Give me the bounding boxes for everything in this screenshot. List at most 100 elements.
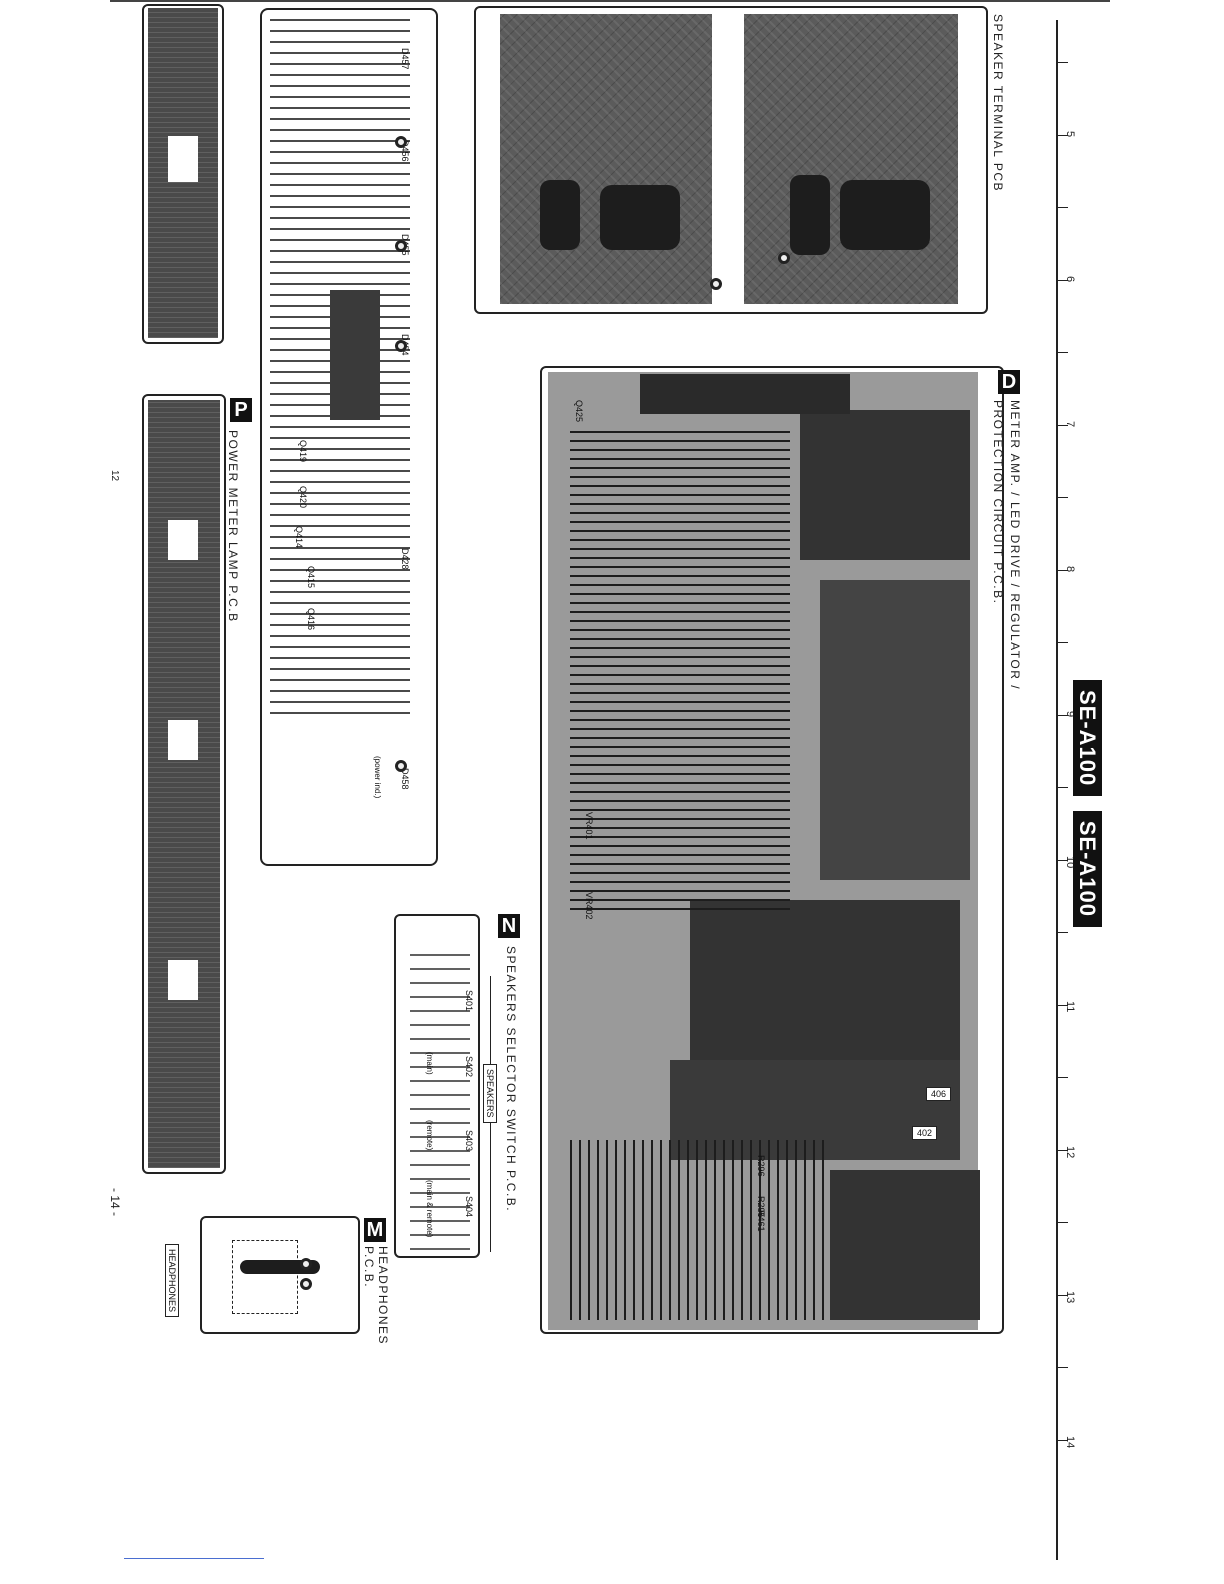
ruler-minor-tick <box>1058 1294 1068 1296</box>
led-pad <box>395 760 407 772</box>
speaker-terminal-pcb-right <box>744 14 958 304</box>
ruler-minor-tick <box>1058 134 1068 136</box>
trace <box>600 185 680 250</box>
meter-amp-title-2: PROTECTION CIRCUIT P.C.B. <box>991 400 1005 605</box>
speaker-terminal-title: SPEAKER TERMINAL PCB <box>991 14 1005 193</box>
ground-plane <box>690 900 960 1060</box>
ruler-tick-label: 8 <box>1064 565 1076 572</box>
terminal-pad <box>778 252 790 264</box>
model-name-2: SE-A100 <box>1073 810 1102 928</box>
ruler-tick-label: 6 <box>1064 275 1076 282</box>
led-pad <box>395 136 407 148</box>
top-lamp-frame <box>142 4 224 344</box>
component-label-406: 406 <box>926 1087 952 1101</box>
ruler-tick-label: 13 <box>1064 1290 1076 1303</box>
meter-amp-letter: D <box>998 370 1020 394</box>
headphones-jack-label-wrap: HEADPHONES <box>164 1244 182 1318</box>
ruler-minor-tick <box>1058 569 1068 571</box>
speaker-terminal-pcb-left <box>500 14 712 304</box>
fold-mark: 12 <box>109 470 120 482</box>
lamp-notch <box>168 960 198 1000</box>
switch-s403: S403 <box>464 1130 474 1152</box>
speakers-tag: SPEAKERS <box>483 1064 497 1123</box>
switch-main-label: (main) <box>425 1052 434 1075</box>
headphones-pad <box>300 1278 312 1290</box>
ruler-tick <box>1058 207 1068 208</box>
transistor-q416: Q416 <box>306 608 316 631</box>
ruler-tick <box>1058 352 1068 353</box>
ground-plane <box>820 580 970 880</box>
model-banner: SE-A100 SE-A100 <box>1073 680 1102 928</box>
ruler-tick-label: 12 <box>1064 1145 1076 1158</box>
ruler-minor-tick <box>1058 1439 1068 1441</box>
speakers-tag-wrap: SPEAKERS <box>482 1064 500 1123</box>
ruler-tick <box>1058 642 1068 643</box>
ruler-minor-tick <box>1058 1004 1068 1006</box>
speakers-selector-frame <box>394 914 480 1258</box>
ruler-minor-tick <box>1058 859 1068 861</box>
ruler-minor-tick <box>1058 1149 1068 1151</box>
led-d428: D428 <box>400 548 410 570</box>
ruler-tick <box>1058 1222 1068 1223</box>
power-meter-lamp-pcb <box>148 400 220 1168</box>
power-ind-label: (power ind.) <box>373 756 382 799</box>
speaker-terminal-frame <box>474 6 988 314</box>
trace <box>790 175 830 255</box>
trace <box>840 180 930 250</box>
component-label-r461: R461 <box>756 1210 766 1232</box>
led-board-bus <box>330 290 380 420</box>
trace <box>540 180 580 250</box>
switch-s402: S402 <box>464 1056 474 1078</box>
ground-plane <box>800 410 970 560</box>
component-label-vr402: VR402 <box>584 892 594 920</box>
ruler-tick-label: 5 <box>1064 130 1076 137</box>
led-board-frame <box>260 8 438 866</box>
led-d457: D457 <box>400 48 410 70</box>
headphones-letter: M <box>364 1218 386 1242</box>
ruler-tick <box>1058 497 1068 498</box>
speakers-selector-letter: N <box>498 914 520 938</box>
component-label-q425: Q425 <box>574 400 584 423</box>
switch-s404: S404 <box>464 1196 474 1218</box>
headphones-jack-outline <box>232 1240 298 1314</box>
power-meter-lamp-title: POWER METER LAMP P.C.B <box>226 430 240 623</box>
fuse-holder <box>640 374 850 414</box>
lamp-notch <box>168 520 198 560</box>
ruler-minor-tick <box>1058 279 1068 281</box>
ground-plane <box>830 1170 980 1320</box>
led-pad <box>395 240 407 252</box>
page-number: - 14 - <box>108 1188 122 1217</box>
meter-amp-title-1: METER AMP. / LED DRIVE / REGULATOR / <box>1008 400 1022 691</box>
transistor-q415: Q415 <box>306 566 316 589</box>
transistor-q414: Q414 <box>294 526 304 549</box>
power-meter-lamp-frame <box>142 394 226 1174</box>
ruler-tick-label: 14 <box>1064 1435 1076 1448</box>
ruler-tick-label: 7 <box>1064 420 1076 427</box>
signal-traces <box>570 430 790 910</box>
lamp-notch <box>168 136 198 182</box>
led-pad <box>395 340 407 352</box>
transistor-q419: Q419 <box>298 440 308 463</box>
ruler-tick <box>1058 1367 1068 1368</box>
model-name-1: SE-A100 <box>1073 680 1102 797</box>
right-ruler <box>1056 20 1058 1560</box>
headphones-frame <box>200 1216 360 1334</box>
transistor-q420: Q420 <box>298 486 308 509</box>
component-label-402: 402 <box>912 1126 938 1140</box>
switch-s401: S401 <box>464 990 474 1012</box>
lamp-notch <box>168 720 198 760</box>
headphones-pad <box>300 1258 312 1270</box>
signal-traces <box>570 1140 830 1320</box>
ruler-tick <box>1058 787 1068 788</box>
headphones-title-1: HEADPHONES <box>376 1246 390 1346</box>
ruler-tick <box>1058 62 1068 63</box>
power-meter-lamp-letter: P <box>230 398 252 422</box>
meter-amp-frame <box>540 366 1004 1334</box>
top-rule <box>110 0 1110 2</box>
footer-rule <box>124 1558 264 1559</box>
switch-traces <box>410 950 470 1250</box>
ruler-tick-label: 11 <box>1064 1000 1076 1012</box>
headphones-jack-label: HEADPHONES <box>165 1244 179 1318</box>
ruler-tick <box>1058 1077 1068 1078</box>
terminal-pad <box>710 278 722 290</box>
